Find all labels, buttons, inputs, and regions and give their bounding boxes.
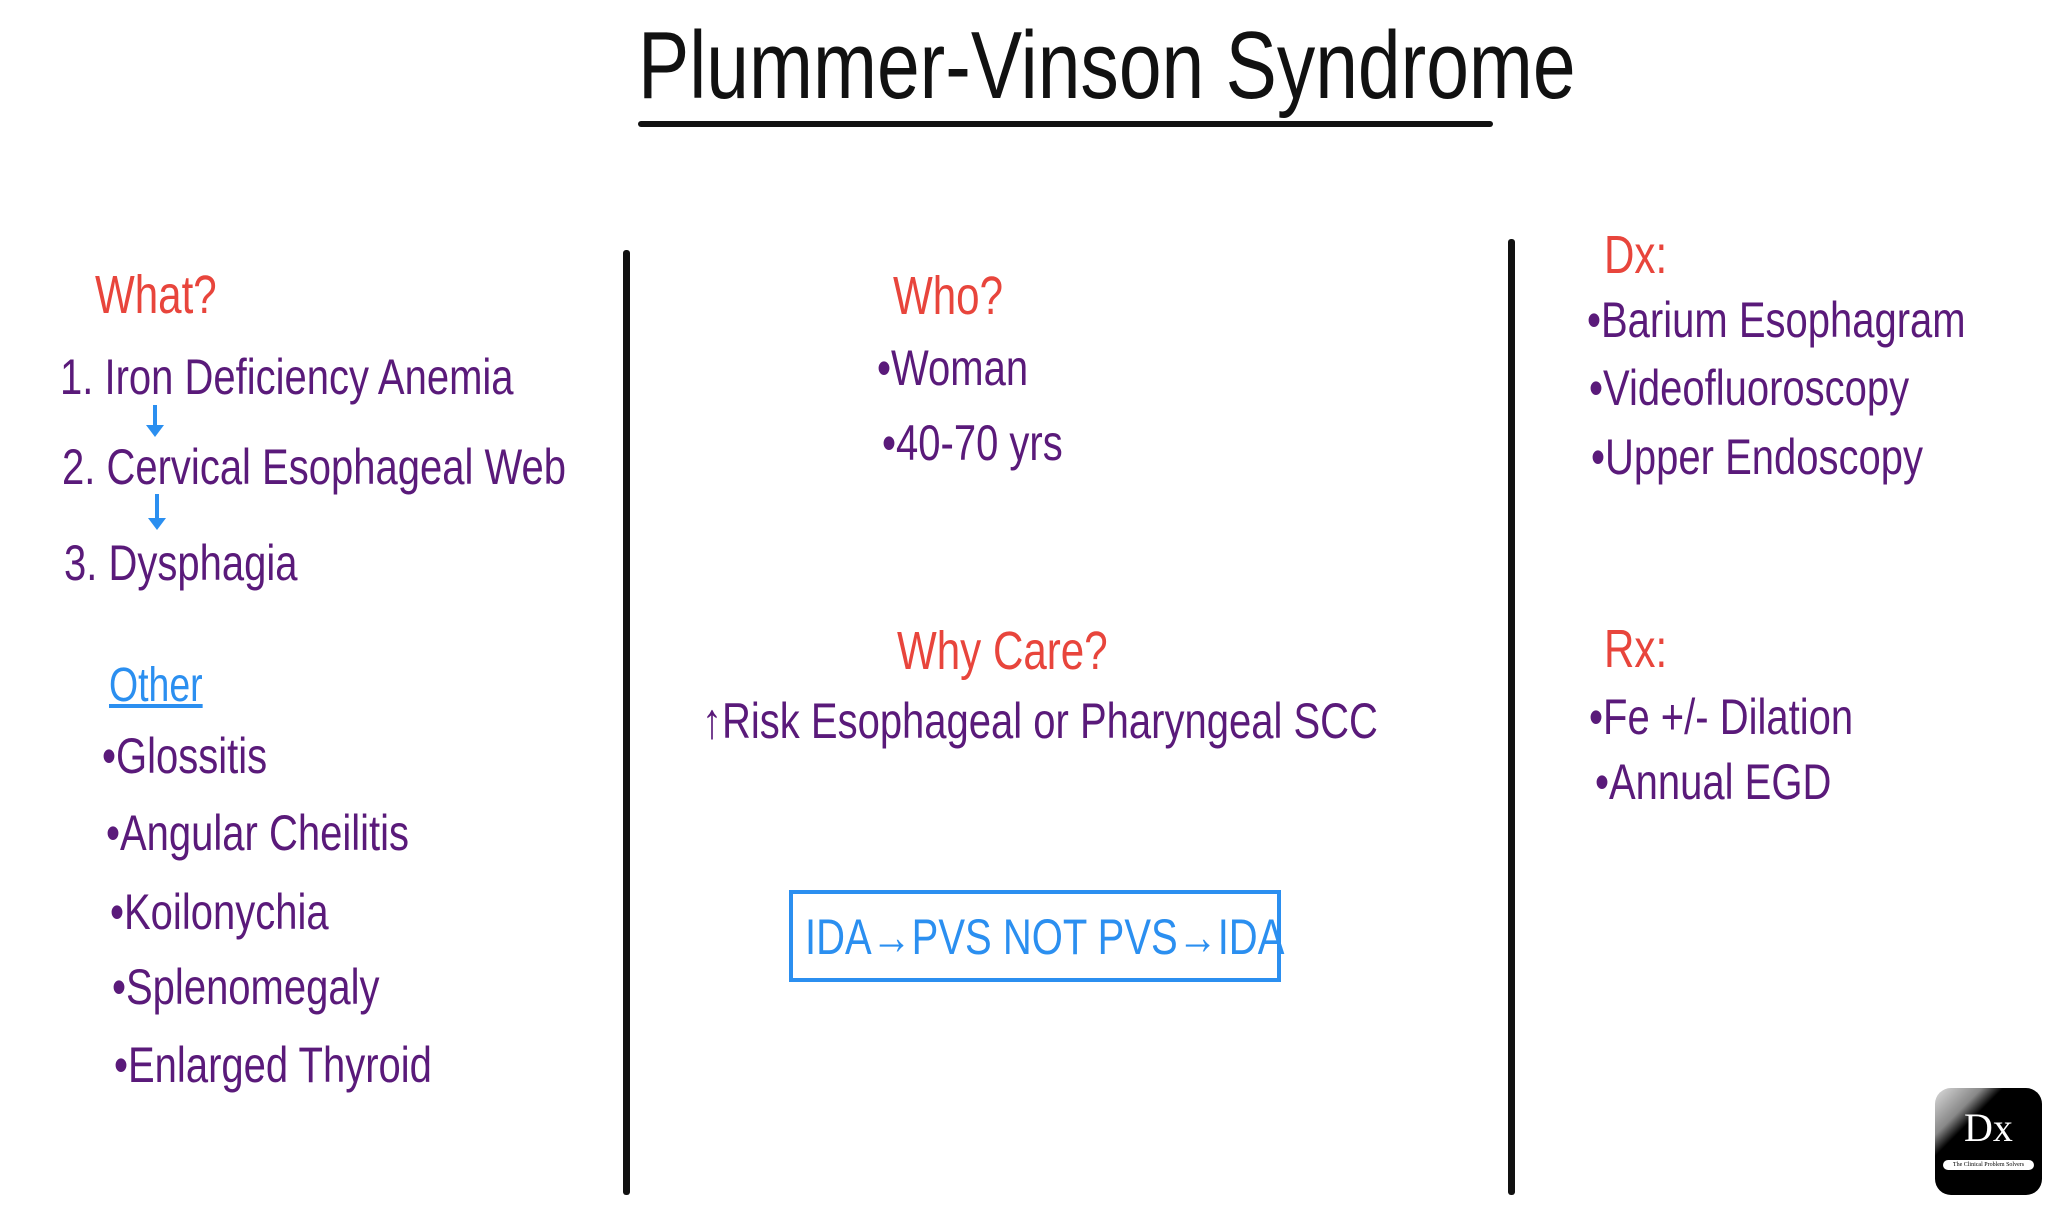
- logo-mark: Dx: [1964, 1105, 2013, 1150]
- who-item: •40-70 yrs: [882, 415, 1063, 471]
- logo: Dx The Clinical Problem Solvers: [1935, 1088, 2042, 1195]
- what-item: 1. Iron Deficiency Anemia: [60, 349, 514, 405]
- right-divider: [1508, 239, 1515, 1195]
- arrow-down-icon: [148, 494, 166, 530]
- key-point-text: IDA→PVS NOT PVS→IDA: [805, 909, 1285, 965]
- page-title: Plummer-Vinson Syndrome: [638, 12, 1576, 119]
- rx-item: •Fe +/- Dilation: [1589, 689, 1854, 745]
- what-item: 3. Dysphagia: [64, 535, 298, 591]
- what-item: 2. Cervical Esophageal Web: [62, 439, 566, 495]
- left-divider: [623, 250, 630, 1195]
- dx-item: •Barium Esophagram: [1587, 292, 1966, 348]
- dx-heading: Dx:: [1604, 225, 1668, 285]
- rx-item: •Annual EGD: [1595, 754, 1832, 810]
- arrow-down-icon: [146, 405, 164, 437]
- other-item: •Splenomegaly: [112, 959, 380, 1015]
- who-heading: Who?: [893, 266, 1004, 326]
- other-item: •Glossitis: [102, 728, 268, 784]
- dx-item: •Videofluoroscopy: [1589, 360, 1910, 416]
- dx-item: •Upper Endoscopy: [1591, 429, 1923, 485]
- why-text: ↑Risk Esophageal or Pharyngeal SCC: [702, 693, 1378, 749]
- other-item: •Enlarged Thyroid: [114, 1037, 432, 1093]
- what-heading: What?: [95, 265, 217, 325]
- other-heading: Other: [109, 659, 203, 712]
- rx-heading: Rx:: [1604, 619, 1668, 679]
- other-item: •Koilonychia: [110, 884, 329, 940]
- title-underline: [638, 121, 1493, 127]
- who-item: •Woman: [877, 340, 1029, 396]
- other-item: •Angular Cheilitis: [106, 805, 410, 861]
- why-heading: Why Care?: [897, 621, 1108, 681]
- key-point-box: IDA→PVS NOT PVS→IDA: [789, 890, 1285, 982]
- logo-caption: The Clinical Problem Solvers: [1943, 1160, 2034, 1170]
